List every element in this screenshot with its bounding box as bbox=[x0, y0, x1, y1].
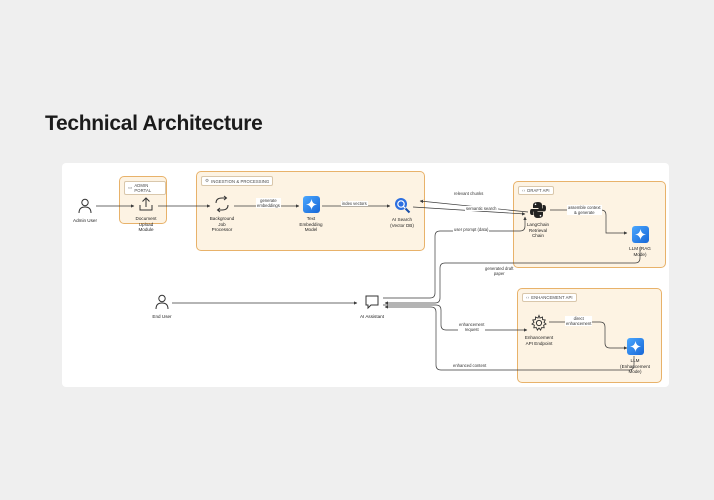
node-ai-search-label: AI Search (Vector DB) bbox=[390, 217, 414, 228]
chat-icon bbox=[362, 292, 382, 312]
node-end-user-label: End User bbox=[152, 314, 172, 319]
sparkle-icon bbox=[625, 336, 645, 356]
group-ingestion-tag: ⚙INGESTION & PROCESSING bbox=[201, 176, 274, 186]
node-ai-search: AI Search (Vector DB) bbox=[384, 195, 420, 228]
page-title: Technical Architecture bbox=[45, 112, 263, 135]
edge-label-relevant-chunks: relevant chunks bbox=[453, 191, 485, 196]
cog-icon: ⚙ bbox=[205, 178, 210, 183]
group-admin-portal-tag: ▭ADMIN PORTAL bbox=[124, 181, 166, 195]
node-llm-rag: LLM (RAG Mode) bbox=[623, 224, 657, 257]
node-enhancement-endpoint: Enhancement API Endpoint bbox=[520, 313, 558, 346]
node-langchain-label: LangChain Retrieval Chain bbox=[526, 222, 550, 239]
edge-label-enhanced-content: enhanced content bbox=[452, 363, 488, 368]
node-text-embedding-label: Text Embedding Model bbox=[299, 216, 323, 233]
upload-icon bbox=[136, 194, 156, 214]
python-icon bbox=[528, 200, 548, 220]
person-icon bbox=[75, 196, 95, 216]
node-text-embedding: Text Embedding Model bbox=[294, 194, 328, 233]
edge-label-generate-embeddings: generate embeddings bbox=[256, 198, 281, 208]
sparkle-icon bbox=[301, 194, 321, 214]
node-background-job-label: Background Job Processor bbox=[209, 216, 235, 233]
node-ai-assistant: AI Assistant bbox=[356, 292, 388, 320]
group-enhancement-api-tag: ‹›ENHANCEMENT API bbox=[522, 293, 577, 302]
node-langchain: LangChain Retrieval Chain bbox=[520, 200, 556, 239]
edge-label-assemble-context: assemble context & generate bbox=[567, 205, 602, 215]
group-admin-portal-label: ADMIN PORTAL bbox=[134, 183, 152, 193]
code-icon: ‹› bbox=[522, 188, 526, 193]
edge-label-generated-draft: generated draft paper bbox=[484, 266, 515, 276]
group-admin-portal: ▭ADMIN PORTAL bbox=[119, 176, 167, 224]
edge-label-direct-enhancement: direct enhancement bbox=[565, 316, 593, 326]
node-llm-enhancement: LLM (Enhancement Mode) bbox=[617, 336, 653, 375]
node-background-job: Background Job Processor bbox=[205, 194, 239, 233]
group-enhancement-api-label: ENHANCEMENT API bbox=[531, 295, 573, 300]
node-llm-enhancement-label: LLM (Enhancement Mode) bbox=[620, 358, 650, 375]
gear-icon bbox=[529, 313, 549, 333]
window-icon: ▭ bbox=[128, 185, 133, 190]
node-ai-assistant-label: AI Assistant bbox=[359, 314, 384, 319]
node-document-upload: Document Upload Module bbox=[129, 194, 163, 233]
node-llm-rag-label: LLM (RAG Mode) bbox=[629, 246, 651, 257]
group-ingestion-label: INGESTION & PROCESSING bbox=[211, 178, 270, 184]
node-end-user: End User bbox=[148, 292, 176, 320]
edge-label-index-vectors: index vectors bbox=[341, 201, 368, 206]
sparkle-icon bbox=[630, 224, 650, 244]
node-admin-user: Admin User bbox=[70, 196, 100, 224]
node-document-upload-label: Document Upload Module bbox=[135, 216, 157, 233]
node-admin-user-label: Admin User bbox=[73, 218, 97, 223]
edge-label-enhancement-request: enhancement request bbox=[458, 322, 486, 332]
group-draft-api-tag: ‹›DRAFT API bbox=[518, 186, 554, 195]
node-enhancement-endpoint-label: Enhancement API Endpoint bbox=[524, 335, 554, 346]
search-icon bbox=[392, 195, 412, 215]
group-draft-api-label: DRAFT API bbox=[527, 188, 550, 193]
person-icon bbox=[152, 292, 172, 312]
sync-icon bbox=[212, 194, 232, 214]
edge-label-semantic-search: semantic search bbox=[465, 206, 498, 211]
code-icon: ‹› bbox=[526, 295, 530, 300]
edge-label-user-prompt: user prompt (data) bbox=[453, 227, 490, 232]
